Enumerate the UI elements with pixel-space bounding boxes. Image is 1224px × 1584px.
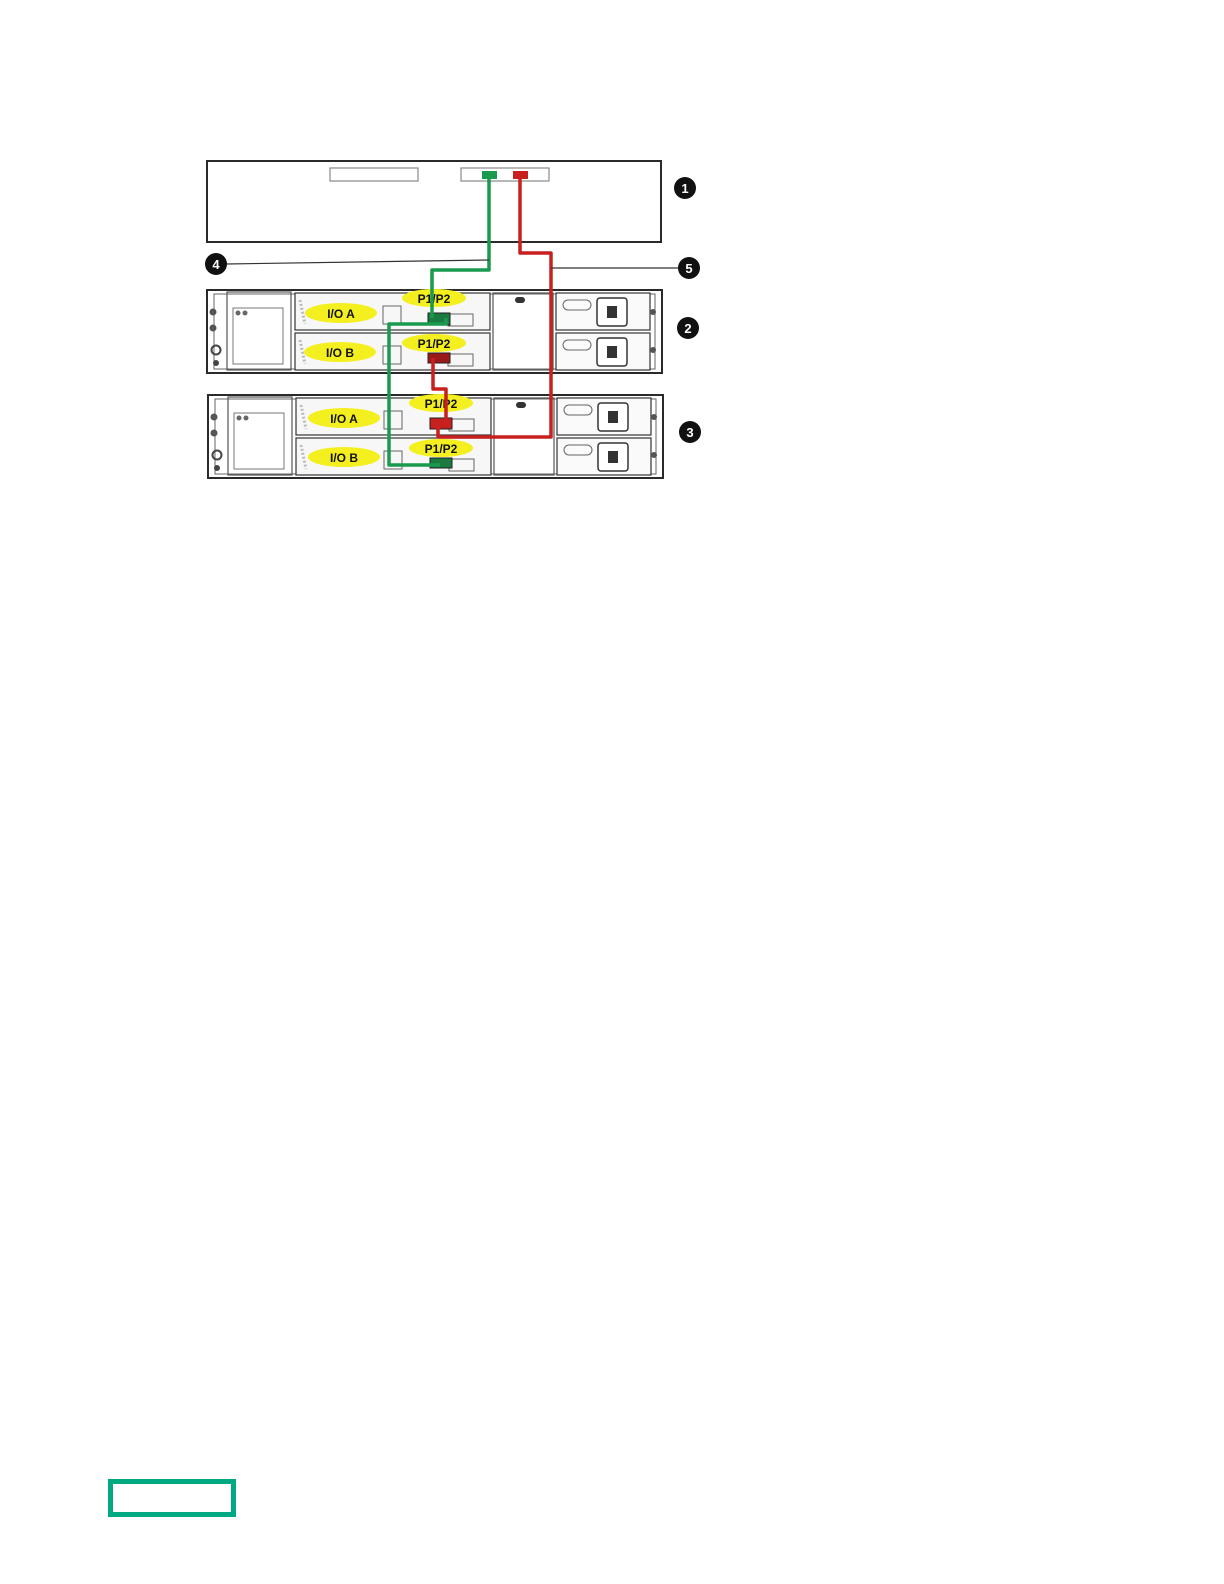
label-e3-io-a: I/O A	[308, 408, 380, 428]
label-e2-port-a: P1/P2	[402, 289, 466, 307]
svg-text:I/O A: I/O A	[327, 307, 355, 321]
callout-3: 3	[679, 421, 701, 443]
svg-text:3: 3	[686, 425, 693, 440]
svg-text:P1/P2: P1/P2	[418, 292, 451, 306]
svg-text:I/O B: I/O B	[326, 346, 354, 360]
hpe-logo-icon	[108, 1479, 236, 1517]
callout-4: 4	[205, 253, 227, 275]
svg-text:P1/P2: P1/P2	[418, 337, 451, 351]
controller-box	[207, 161, 661, 242]
connector-e3-a	[430, 418, 452, 429]
svg-text:P1/P2: P1/P2	[425, 442, 458, 456]
svg-text:I/O A: I/O A	[330, 412, 358, 426]
svg-text:I/O B: I/O B	[330, 451, 358, 465]
callout-1: 1	[674, 177, 696, 199]
controller-port-green	[482, 171, 497, 179]
label-e2-io-a: I/O A	[305, 303, 377, 323]
label-e2-io-b: I/O B	[304, 342, 376, 362]
svg-text:2: 2	[684, 321, 691, 336]
controller-port-red	[513, 171, 528, 179]
label-e2-port-b: P1/P2	[402, 334, 466, 352]
svg-text:P1/P2: P1/P2	[425, 397, 458, 411]
svg-text:4: 4	[212, 257, 220, 272]
label-e3-port-b: P1/P2	[409, 439, 473, 457]
label-e3-port-a: P1/P2	[409, 394, 473, 412]
svg-text:1: 1	[681, 181, 688, 196]
svg-text:5: 5	[685, 261, 692, 276]
callout-5: 5	[678, 257, 700, 279]
callout-2: 2	[677, 317, 699, 339]
label-e3-io-b: I/O B	[308, 447, 380, 467]
